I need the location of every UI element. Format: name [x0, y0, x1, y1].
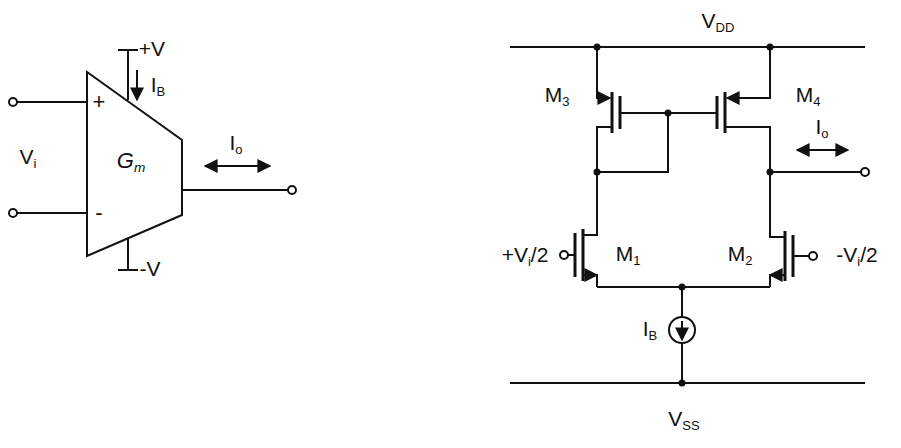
- junction-dot: [665, 110, 672, 117]
- m3-arrow: [597, 97, 610, 99]
- supply-name: +V: [139, 38, 165, 59]
- m2-arrow: [770, 274, 785, 276]
- tail-wire: [681, 287, 683, 317]
- m4-drain: [725, 127, 785, 237]
- m2-gate-wire: [793, 255, 809, 257]
- terminal: [560, 251, 568, 259]
- transistor-name: M3: [545, 84, 570, 108]
- input-sign: +: [93, 91, 106, 113]
- vss-rail: [510, 382, 865, 384]
- junction-dot: [594, 44, 601, 51]
- supply-name: -V: [140, 258, 161, 279]
- terminal: [861, 168, 869, 176]
- m4-source: [727, 47, 770, 98]
- m1-arrow: [583, 274, 597, 276]
- junction-dot: [767, 169, 774, 176]
- m4-arrow: [727, 97, 770, 99]
- junction-dot: [679, 284, 686, 291]
- m1-channel: [582, 229, 585, 281]
- m3-drain: [583, 127, 612, 235]
- bias-arrow: [136, 70, 138, 100]
- tail-wire: [681, 343, 683, 383]
- vdd-rail: [510, 46, 865, 48]
- current-arrow: [797, 149, 848, 151]
- current-name: IB: [151, 74, 166, 98]
- output-wire: [182, 189, 288, 191]
- ota-outline: [87, 72, 182, 256]
- diode-wire: [597, 113, 668, 172]
- current-source: [669, 317, 695, 343]
- supply-name: VSS: [668, 408, 699, 432]
- m1-gate-wire: [568, 254, 575, 256]
- junction-dot: [767, 44, 774, 51]
- input-wire: [17, 101, 87, 103]
- current-name: Io: [815, 116, 828, 140]
- terminal: [809, 252, 817, 260]
- m2-channel: [784, 231, 787, 281]
- terminal: [9, 98, 17, 106]
- supply-name: VDD: [702, 10, 735, 34]
- supply-wire: [127, 50, 129, 100]
- ota-symbol: + Gm -: [85, 70, 185, 258]
- current-name: Io: [229, 132, 242, 156]
- gain-symbol: Gm: [117, 150, 145, 175]
- input-sign: -: [95, 202, 102, 224]
- m3-source: [597, 47, 610, 98]
- terminal: [288, 186, 296, 194]
- m1-source: [583, 275, 597, 287]
- signal-name: -Vi/2: [836, 244, 877, 268]
- signal-name: +Vi/2: [502, 244, 549, 268]
- transistor-name: M1: [616, 243, 641, 267]
- current-name: IB: [643, 318, 658, 342]
- current-source-arrow: [681, 321, 683, 340]
- junction-dot: [679, 380, 686, 387]
- junction-dot: [594, 169, 601, 176]
- m2-source: [770, 275, 785, 287]
- supply-tick: [118, 49, 138, 51]
- m4-gate: [716, 96, 719, 129]
- signal-name: Vi: [20, 146, 37, 170]
- transistor-name: M4: [796, 84, 821, 108]
- transistor-name: M2: [728, 243, 753, 267]
- current-arrow: [205, 165, 270, 167]
- input-wire: [17, 212, 87, 214]
- output-wire: [770, 171, 861, 173]
- terminal: [9, 209, 17, 217]
- supply-tick: [118, 269, 138, 271]
